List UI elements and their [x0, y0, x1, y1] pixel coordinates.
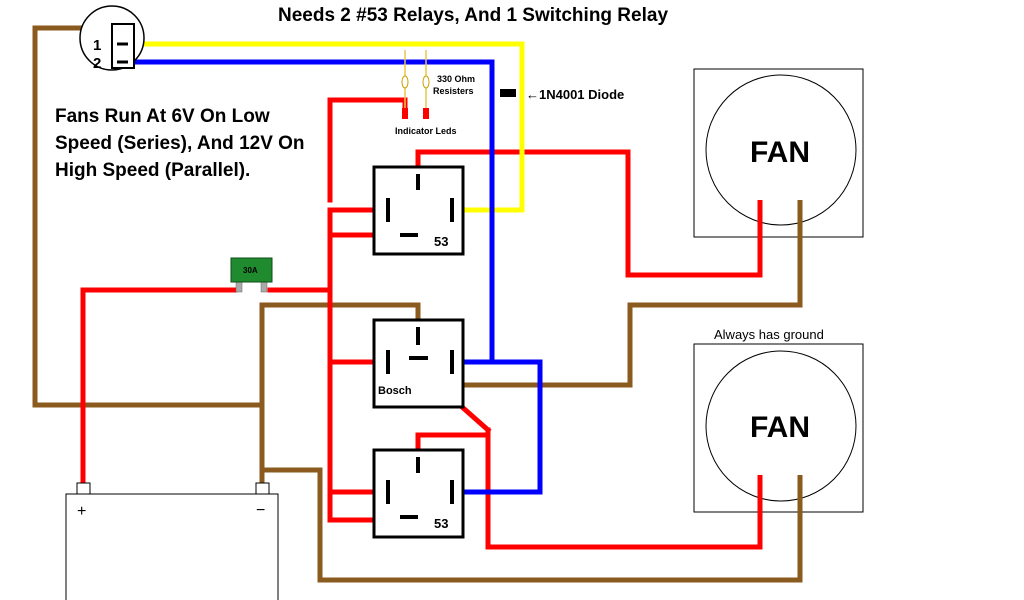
dash-switch: 1 2 — [79, 5, 145, 72]
led-left — [402, 108, 408, 119]
battery-negative-label: − — [256, 502, 265, 519]
resistor-label-1: 330 Ohm — [437, 74, 475, 84]
description-line-2: Speed (Series), And 12V On — [55, 133, 305, 154]
page-title: Needs 2 #53 Relays, And 1 Switching Rela… — [278, 5, 668, 26]
diode: ←1N4001 Diode — [500, 87, 624, 102]
switch-pin1-label: 1 — [93, 37, 101, 54]
relay-bottom: 53 — [372, 448, 465, 539]
fan-leads — [757, 200, 803, 580]
fan-top-shroud — [705, 74, 857, 226]
fan-bottom-shroud — [705, 350, 857, 502]
battery-post-negative — [255, 482, 270, 496]
fuse: 30A — [230, 257, 273, 293]
fuse-label: 30A — [243, 266, 258, 275]
fan-top: FAN — [693, 68, 864, 238]
fuse-body — [230, 257, 273, 283]
description-line-1: Fans Run At 6V On Low — [55, 106, 270, 127]
relay-top-label: 53 — [434, 234, 448, 249]
relay-middle-label: Bosch — [378, 385, 412, 397]
battery: + − — [65, 482, 279, 600]
resistor-label-2: Resisters — [433, 86, 474, 96]
resistor-right — [422, 75, 430, 89]
diode-body — [500, 89, 516, 97]
led-right — [423, 108, 429, 119]
relay-middle: Bosch — [372, 318, 465, 409]
fan-bottom: FAN Always has ground — [693, 327, 864, 513]
red-fuse-out-wire — [267, 207, 333, 293]
brown-switch-ground-wire — [32, 25, 265, 408]
description-line-3: High Speed (Parallel). — [55, 160, 250, 181]
battery-post-positive — [76, 482, 91, 496]
relay-top: 53 — [372, 165, 465, 256]
ground-note: Always has ground — [714, 327, 824, 342]
switch-plug — [111, 23, 135, 69]
yellow-high-speed-wire — [119, 41, 525, 213]
red-battery-positive-wire — [80, 287, 238, 488]
indicator-led-group: 330 Ohm Resisters Indicator Leds — [395, 50, 475, 136]
brown-battery-ground-wire — [259, 302, 421, 488]
led-label: Indicator Leds — [395, 126, 457, 136]
diode-label: ←1N4001 Diode — [526, 87, 624, 102]
battery-body — [65, 493, 279, 600]
battery-positive-label: + — [77, 503, 86, 520]
fan-bottom-label: FAN — [750, 411, 810, 444]
switch-pin2-label: 2 — [93, 55, 101, 72]
resistor-left — [401, 75, 409, 89]
blue-low-speed-wire — [119, 59, 543, 495]
relay-bottom-label: 53 — [434, 516, 448, 531]
fan-top-label: FAN — [750, 136, 810, 169]
